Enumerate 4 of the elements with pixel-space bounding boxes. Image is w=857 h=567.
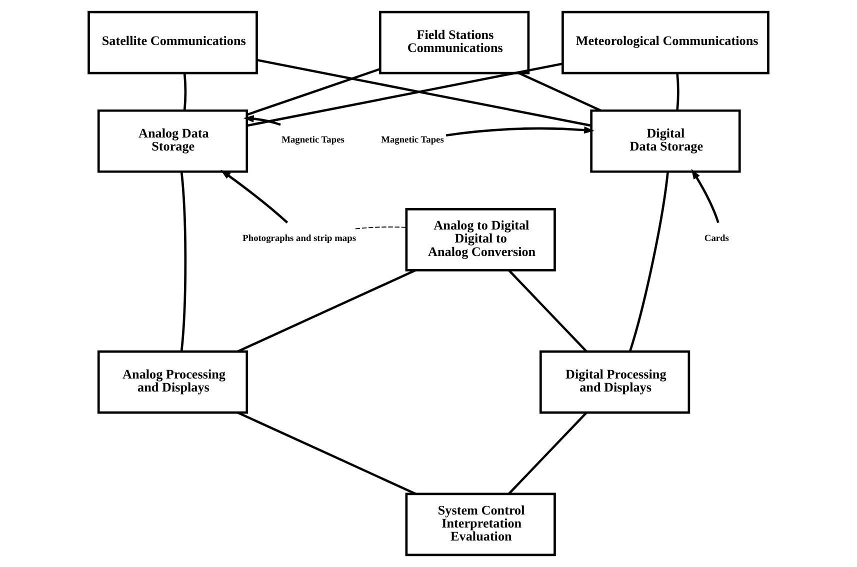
node-text: Magnetic Tapes: [282, 136, 344, 146]
node-text: Cards: [704, 234, 729, 244]
node-text: Magnetic Tapes: [381, 136, 444, 146]
node-text: Photographs and strip maps: [242, 234, 356, 244]
